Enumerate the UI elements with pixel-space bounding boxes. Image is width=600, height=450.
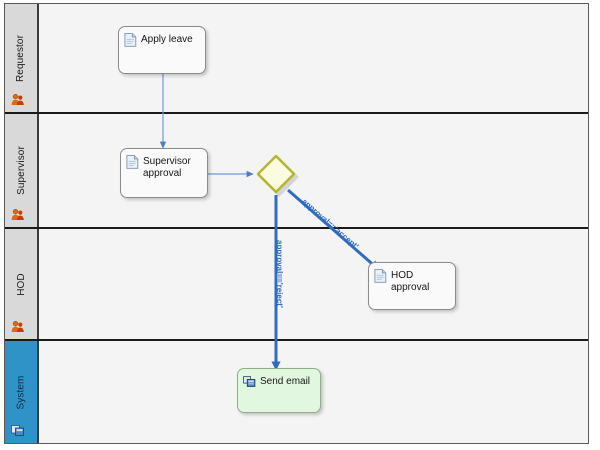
users-icon xyxy=(11,320,25,333)
gateway-approval-decision[interactable] xyxy=(256,154,299,197)
users-icon xyxy=(11,93,25,106)
users-icon xyxy=(11,208,25,221)
flow-label-reject: approval=='reject' xyxy=(275,240,284,308)
process-pool[interactable]: Requestor Supervisor xyxy=(4,3,589,444)
service-icon xyxy=(11,424,25,437)
service-icon xyxy=(243,375,256,389)
lane-body-hod[interactable] xyxy=(39,229,588,339)
task-label-supervisor-approval-line2: approval xyxy=(143,168,182,179)
task-label-supervisor-approval-line1: Supervisor xyxy=(143,156,191,167)
task-apply-leave[interactable]: Apply leave xyxy=(118,26,206,74)
task-supervisor-approval[interactable]: Supervisor approval xyxy=(120,148,208,198)
task-send-email[interactable]: Send email xyxy=(237,368,321,413)
lane-header-supervisor[interactable]: Supervisor xyxy=(5,114,39,227)
task-label-send-email: Send email xyxy=(260,376,311,387)
task-label-supervisor-approval: Supervisor approval xyxy=(143,156,203,180)
lane-label-hod: HOD xyxy=(15,272,27,296)
document-icon xyxy=(124,33,137,47)
diamond-icon xyxy=(256,154,296,194)
lane-header-hod[interactable]: HOD xyxy=(5,229,39,339)
task-hod-approval[interactable]: HOD approval xyxy=(368,262,456,310)
lane-header-requestor[interactable]: Requestor xyxy=(5,4,39,112)
lane-label-supervisor: Supervisor xyxy=(15,146,27,195)
lane-label-requestor: Requestor xyxy=(15,34,27,82)
document-icon xyxy=(126,155,139,169)
lane-hod[interactable]: HOD xyxy=(5,227,588,339)
document-icon xyxy=(374,269,387,283)
lane-supervisor[interactable]: Supervisor xyxy=(5,112,588,227)
lane-header-system[interactable]: System xyxy=(5,341,39,443)
lane-requestor[interactable]: Requestor xyxy=(5,4,588,112)
task-label-apply-leave: Apply leave xyxy=(141,34,193,45)
task-label-hod-approval: HOD approval xyxy=(391,270,430,293)
lane-label-system: System xyxy=(15,375,27,409)
